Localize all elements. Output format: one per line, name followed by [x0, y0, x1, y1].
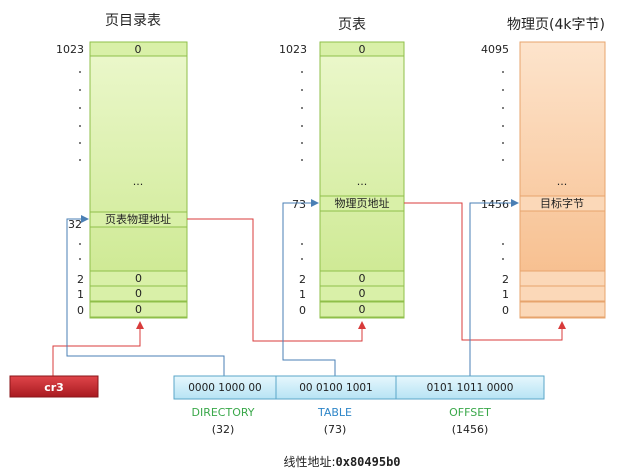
- physical-page-dot: [502, 107, 504, 109]
- physical-page-bottom-cells: 2 1 0: [502, 270, 606, 318]
- page-table-index-0: 0: [299, 304, 306, 317]
- directory-dot: [79, 71, 81, 73]
- segment-table-bits: 00 0100 1001: [299, 382, 372, 394]
- page-table-dot: [301, 159, 303, 161]
- page-table-index-1: 1: [299, 288, 306, 301]
- directory-dot: [79, 258, 81, 260]
- segment-directory-name: DIRECTORY: [191, 406, 254, 419]
- linear-address-caption: 线性地址:0x80495b0: [283, 455, 400, 469]
- page-table-index-2: 2: [299, 273, 306, 286]
- physical-page-cell-2: [519, 270, 606, 287]
- segment-directory-bits: 0000 1000 00: [188, 382, 261, 394]
- directory-dot: [79, 107, 81, 109]
- directory-cell-1: [89, 285, 188, 302]
- index-dots: [79, 71, 504, 260]
- cr3-label: cr3: [44, 381, 64, 394]
- physical-page-cell-0: [519, 301, 606, 318]
- page-table-dot: [301, 89, 303, 91]
- cr3-arrow: [52, 321, 144, 376]
- page-table-dot: [301, 107, 303, 109]
- physical-page-entry-index: 1456: [481, 198, 509, 211]
- directory-dot: [79, 125, 81, 127]
- directory-entry-label: 页表物理地址: [105, 212, 171, 226]
- physical-page-index-0: 0: [502, 304, 509, 317]
- page-table-top-index: 1023: [279, 43, 307, 56]
- directory-table: 页目录表 0 1023 ... 页表物理地址 32 0 2 0 1 0 0: [56, 13, 188, 319]
- page-table-dot: [301, 71, 303, 73]
- directory-top-index: 1023: [56, 43, 84, 56]
- directory-dot: [79, 142, 81, 144]
- directory-value-2: 0: [135, 272, 142, 285]
- page-table-dot: [301, 258, 303, 260]
- directory-bottom-cells: 0 2 0 1 0 0: [77, 270, 188, 318]
- page-table-top-cell: [319, 41, 405, 57]
- page-table-cell-0: [319, 301, 405, 318]
- physical-page-cell-1: [519, 285, 606, 302]
- segment-directory-value: (32): [212, 423, 235, 436]
- physical-page-entry-cell: [519, 195, 606, 212]
- page-table-value-2: 0: [359, 272, 366, 285]
- page-table-ellipsis: ...: [357, 175, 368, 188]
- page-table: 页表 0 1023 ... 物理页地址 73 0 2 0 1 0 0: [279, 17, 405, 319]
- physical-page-dot: [502, 258, 504, 260]
- segment-offset-name: OFFSET: [449, 406, 491, 419]
- page-table-to-physical-arrow: [404, 202, 566, 341]
- cr3-register: [9, 375, 99, 398]
- physical-page-dot: [502, 159, 504, 161]
- directory-top-cell: [89, 41, 188, 57]
- segment-table-name: TABLE: [317, 406, 352, 419]
- page-table-dot: [301, 125, 303, 127]
- physical-page-dot: [502, 71, 504, 73]
- page-table-dot: [301, 243, 303, 245]
- physical-page-dot: [502, 125, 504, 127]
- page-table-cell-1: [319, 285, 405, 302]
- table-index-arrow: [282, 199, 336, 376]
- page-table-dot: [301, 142, 303, 144]
- directory-top-value: 0: [135, 43, 142, 56]
- linear-address-bar: 0000 1000 00 00 0100 1001 0101 1011 0000: [173, 375, 545, 400]
- page-table-entry-index: 73: [292, 198, 306, 211]
- directory-index-0: 0: [77, 304, 84, 317]
- physical-page-top-index: 4095: [481, 43, 509, 56]
- physical-page: 物理页(4k字节) 4095 ... 目标字节 1456 2 1 0: [481, 17, 606, 319]
- physical-page-dot: [502, 243, 504, 245]
- directory-cell-0: [89, 301, 188, 318]
- directory-dot: [79, 159, 81, 161]
- physical-page-index-1: 1: [502, 288, 509, 301]
- offset-index-arrow: [469, 199, 519, 376]
- directory-to-page-table-arrow: [187, 218, 366, 342]
- directory-title: 页目录表: [105, 13, 161, 29]
- directory-index-1: 1: [77, 288, 84, 301]
- page-table-title: 页表: [338, 17, 366, 33]
- directory-index-arrow: [66, 215, 225, 376]
- directory-dot: [79, 243, 81, 245]
- page-table-top-value: 0: [359, 43, 366, 56]
- page-table-value-1: 0: [359, 287, 366, 300]
- linear-address-prefix: 线性地址:: [283, 455, 335, 469]
- directory-dot: [79, 89, 81, 91]
- physical-page-ellipsis: ...: [557, 175, 568, 188]
- physical-page-title: 物理页(4k字节): [507, 17, 605, 33]
- linear-address-value: 0x80495b0: [336, 455, 401, 469]
- page-table-entry-label: 物理页地址: [335, 196, 390, 210]
- segment-offset: [395, 375, 545, 400]
- directory-value-1: 0: [135, 287, 142, 300]
- physical-page-entry-label: 目标字节: [540, 196, 584, 210]
- page-table-value-0: 0: [359, 303, 366, 316]
- directory-ellipsis: ...: [133, 175, 144, 188]
- directory-index-2: 2: [77, 273, 84, 286]
- physical-page-dot: [502, 142, 504, 144]
- physical-page-dot: [502, 89, 504, 91]
- physical-page-index-2: 2: [502, 273, 509, 286]
- page-table-bottom-cells: 0 2 0 1 0 0: [299, 270, 405, 318]
- directory-value-0: 0: [135, 303, 142, 316]
- directory-entry-index: 32: [68, 218, 82, 231]
- segment-offset-value: (1456): [452, 423, 489, 436]
- segment-table-value: (73): [324, 423, 347, 436]
- segment-offset-bits: 0101 1011 0000: [427, 382, 514, 394]
